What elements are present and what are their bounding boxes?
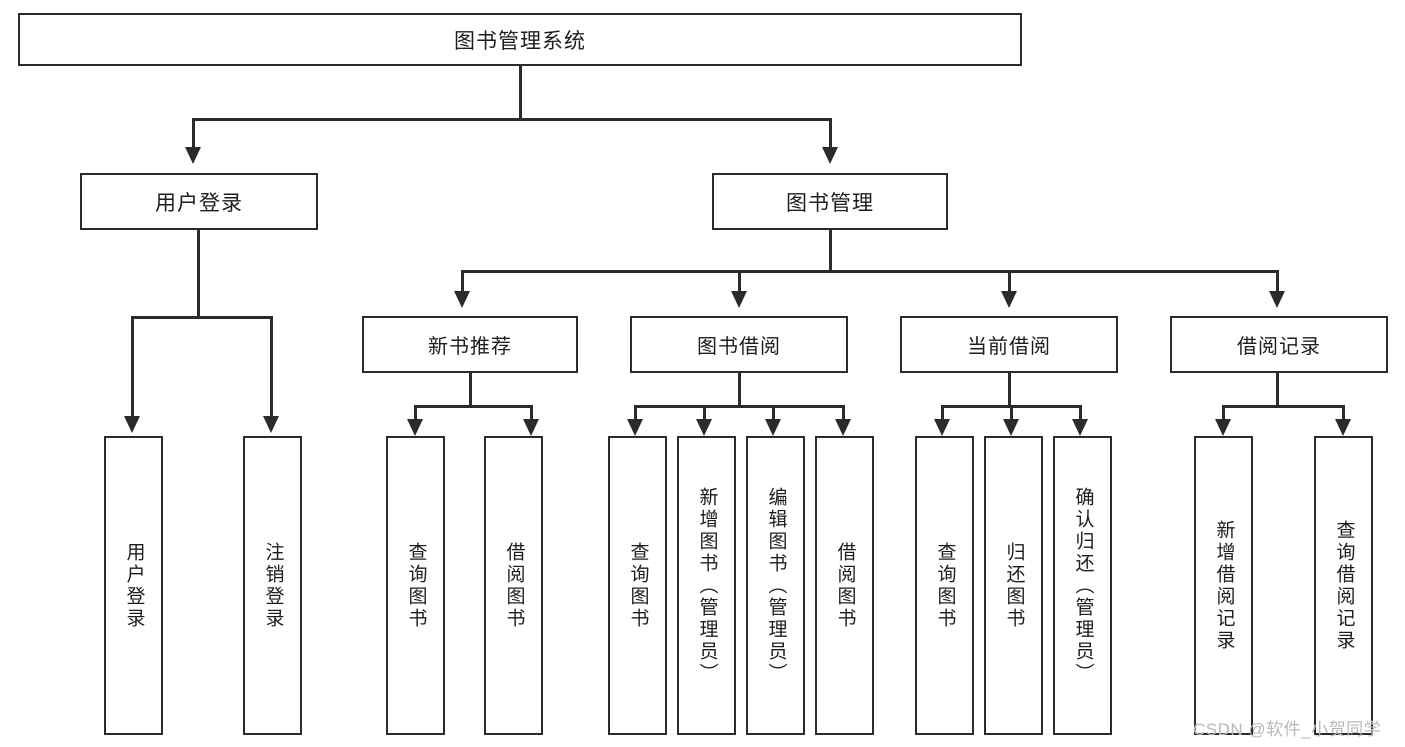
- leaf-label: 归还图书: [1003, 541, 1025, 630]
- arrow-to-leaf-user-login-2: [263, 416, 279, 433]
- connector-drop-br-leaf-1: [1222, 405, 1225, 419]
- connector-drop-bb-leaf-2: [703, 405, 706, 419]
- leaf-label: 编辑图书（管理员）: [765, 486, 787, 685]
- leaf-new-book-recommend-2[interactable]: 借阅图书: [484, 436, 543, 735]
- arrow-to-new-book-recommend: [454, 291, 470, 308]
- connector-drop-current-borrow: [1008, 270, 1011, 291]
- connector-new-book-recommend-stem: [469, 373, 472, 408]
- leaf-book-borrow-4[interactable]: 借阅图书: [815, 436, 874, 735]
- arrow-to-bb-leaf-4: [835, 419, 851, 436]
- arrow-to-borrow-record: [1269, 291, 1285, 308]
- node-label: 当前借阅: [967, 336, 1051, 358]
- arrow-to-br-leaf-1: [1215, 419, 1231, 436]
- connector-book-borrow-stem: [738, 373, 741, 408]
- connector-drop-nbr-leaf-1: [414, 405, 417, 419]
- node-label: 用户登录: [155, 191, 243, 215]
- node-book-borrow[interactable]: 图书借阅: [630, 316, 848, 373]
- node-current-borrow[interactable]: 当前借阅: [900, 316, 1118, 373]
- arrow-to-bb-leaf-2: [696, 419, 712, 436]
- arrow-to-book-management: [822, 147, 838, 164]
- node-new-book-recommend[interactable]: 新书推荐: [362, 316, 578, 373]
- node-label: 图书管理: [786, 191, 874, 215]
- connector-drop-leaf-user-login-1: [131, 316, 134, 416]
- leaf-label: 查询图书: [627, 541, 649, 630]
- leaf-label: 借阅图书: [834, 541, 856, 630]
- connector-borrow-record-stem: [1276, 373, 1279, 408]
- connector-user-login-stem: [197, 230, 200, 318]
- leaf-borrow-record-1[interactable]: 新增借阅记录: [1194, 436, 1253, 735]
- leaf-new-book-recommend-1[interactable]: 查询图书: [386, 436, 445, 735]
- node-user-login[interactable]: 用户登录: [80, 173, 318, 230]
- connector-drop-borrow-record: [1276, 270, 1279, 291]
- connector-drop-bb-leaf-1: [634, 405, 637, 419]
- leaf-book-borrow-3[interactable]: 编辑图书（管理员）: [746, 436, 805, 735]
- arrow-to-book-borrow: [731, 291, 747, 308]
- node-borrow-record[interactable]: 借阅记录: [1170, 316, 1388, 373]
- connector-drop-book-borrow: [738, 270, 741, 291]
- leaf-borrow-record-2[interactable]: 查询借阅记录: [1314, 436, 1373, 735]
- arrow-to-cb-leaf-1: [934, 419, 950, 436]
- connector-drop-cb-leaf-3: [1079, 405, 1082, 419]
- node-book-management[interactable]: 图书管理: [712, 173, 948, 230]
- leaf-current-borrow-3[interactable]: 确认归还（管理员）: [1053, 436, 1112, 735]
- leaf-label: 用户登录: [123, 541, 145, 630]
- arrow-to-leaf-user-login-1: [124, 416, 140, 433]
- connector-root-bar: [192, 118, 832, 121]
- connector-drop-book-management: [829, 118, 832, 147]
- leaf-label: 查询借阅记录: [1333, 519, 1355, 652]
- watermark: CSDN @软件_小贺同学: [1193, 720, 1382, 739]
- connector-book-management-bar: [461, 270, 1279, 273]
- arrow-to-nbr-leaf-1: [407, 419, 423, 436]
- arrow-to-cb-leaf-2: [1003, 419, 1019, 436]
- arrow-to-cb-leaf-3: [1072, 419, 1088, 436]
- connector-book-borrow-bar: [634, 405, 845, 408]
- leaf-label: 确认归还（管理员）: [1072, 486, 1094, 685]
- arrow-to-current-borrow: [1001, 291, 1017, 308]
- leaf-book-borrow-1[interactable]: 查询图书: [608, 436, 667, 735]
- connector-book-management-stem: [829, 230, 832, 272]
- leaf-label: 借阅图书: [503, 541, 525, 630]
- connector-drop-bb-leaf-4: [842, 405, 845, 419]
- leaf-label: 查询图书: [934, 541, 956, 630]
- connector-new-book-recommend-bar: [414, 405, 532, 408]
- leaf-user-login-1[interactable]: 用户登录: [104, 436, 163, 735]
- leaf-current-borrow-2[interactable]: 归还图书: [984, 436, 1043, 735]
- connector-drop-cb-leaf-2: [1010, 405, 1013, 419]
- connector-root-stem: [519, 66, 522, 118]
- node-label: 借阅记录: [1237, 336, 1321, 358]
- arrow-to-user-login: [185, 147, 201, 164]
- connector-borrow-record-bar: [1222, 405, 1344, 408]
- leaf-user-login-2[interactable]: 注销登录: [243, 436, 302, 735]
- arrow-to-br-leaf-2: [1335, 419, 1351, 436]
- node-label: 图书借阅: [697, 336, 781, 358]
- connector-drop-user-login: [192, 118, 195, 147]
- leaf-current-borrow-1[interactable]: 查询图书: [915, 436, 974, 735]
- connector-drop-bb-leaf-3: [772, 405, 775, 419]
- connector-drop-new-book-recommend: [461, 270, 464, 291]
- node-label: 图书管理系统: [454, 29, 586, 53]
- connector-drop-cb-leaf-1: [941, 405, 944, 419]
- connector-user-login-bar: [131, 316, 272, 319]
- leaf-book-borrow-2[interactable]: 新增图书（管理员）: [677, 436, 736, 735]
- leaf-label: 新增图书（管理员）: [696, 486, 718, 685]
- node-label: 新书推荐: [428, 336, 512, 358]
- connector-drop-leaf-user-login-2: [270, 316, 273, 416]
- connector-current-borrow-stem: [1008, 373, 1011, 408]
- leaf-label: 查询图书: [405, 541, 427, 630]
- node-root-book-management-system[interactable]: 图书管理系统: [18, 13, 1022, 66]
- connector-drop-nbr-leaf-2: [530, 405, 533, 419]
- connector-drop-br-leaf-2: [1342, 405, 1345, 419]
- leaf-label: 新增借阅记录: [1213, 519, 1235, 652]
- leaf-label: 注销登录: [262, 541, 284, 630]
- arrow-to-nbr-leaf-2: [523, 419, 539, 436]
- arrow-to-bb-leaf-3: [765, 419, 781, 436]
- arrow-to-bb-leaf-1: [627, 419, 643, 436]
